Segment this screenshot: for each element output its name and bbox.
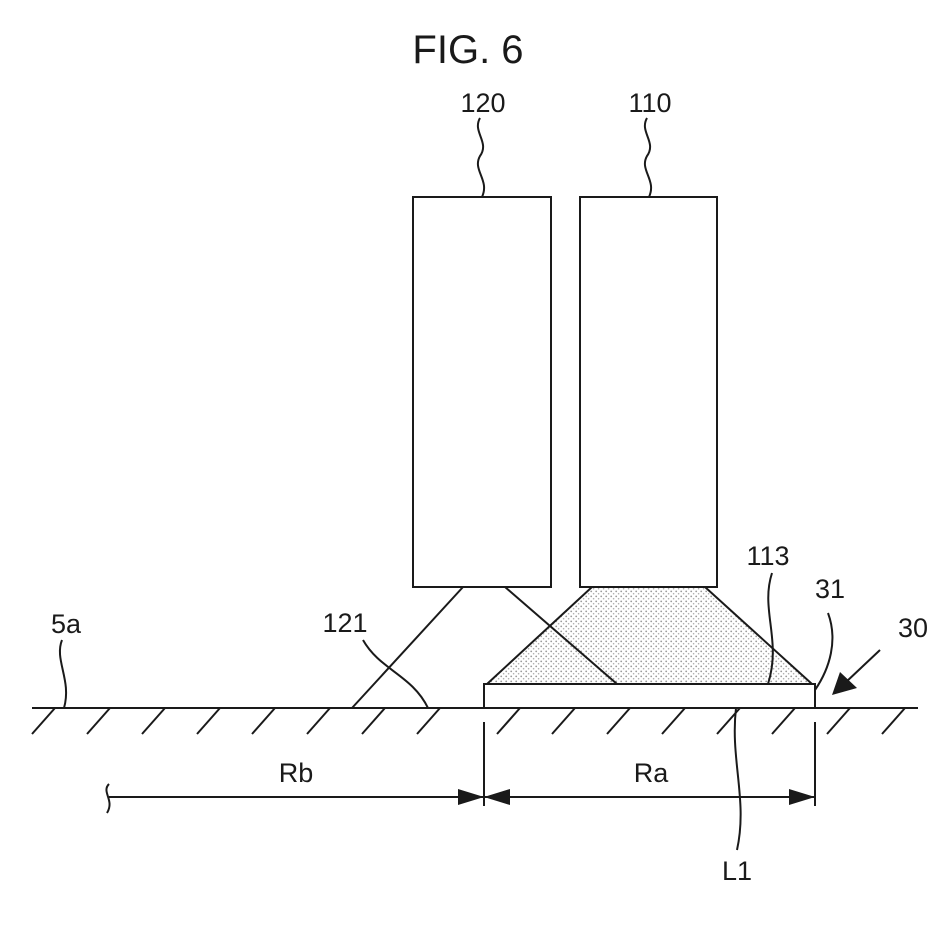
label-5a: 5a bbox=[51, 609, 82, 639]
arrow-30-shaft bbox=[845, 650, 880, 683]
label-121: 121 bbox=[322, 608, 367, 638]
label-113: 113 bbox=[746, 541, 789, 571]
ra-arrowhead-right bbox=[789, 789, 815, 805]
unit-110-block bbox=[580, 197, 717, 587]
leader-31 bbox=[815, 613, 832, 690]
surface-hatching bbox=[32, 708, 905, 734]
ra-arrowhead-left bbox=[484, 789, 510, 805]
leader-121 bbox=[363, 640, 428, 708]
label-l1: L1 bbox=[722, 856, 752, 886]
irradiation-region-113 bbox=[487, 587, 812, 684]
leader-110 bbox=[645, 118, 651, 197]
member-31-plate bbox=[484, 684, 815, 708]
leader-5a bbox=[60, 640, 66, 708]
label-110: 110 bbox=[628, 88, 671, 118]
label-rb: Rb bbox=[279, 758, 314, 788]
label-ra: Ra bbox=[634, 758, 669, 788]
rb-break-mark bbox=[106, 784, 109, 813]
label-30: 30 bbox=[898, 613, 928, 643]
label-120: 120 bbox=[460, 88, 505, 118]
leader-l1 bbox=[735, 708, 741, 850]
label-31: 31 bbox=[815, 574, 845, 604]
figure-title: FIG. 6 bbox=[412, 28, 523, 72]
rb-arrowhead bbox=[458, 789, 484, 805]
leader-120 bbox=[478, 118, 484, 197]
unit-120-block bbox=[413, 197, 551, 587]
